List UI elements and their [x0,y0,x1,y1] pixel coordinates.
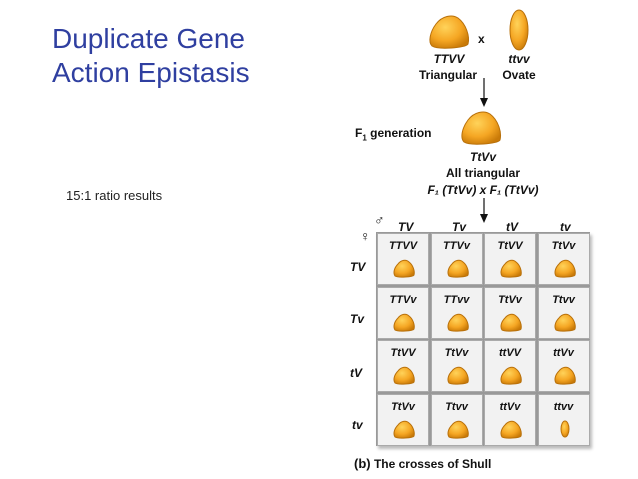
triangular-capsule-icon [554,259,576,278]
cell-genotype: TtVv [444,347,469,359]
col-header-3: tV [506,220,518,234]
title-line-2: Action Epistasis [52,57,250,88]
cell-genotype: ttVv [553,347,574,359]
parent2-capsule-icon [509,9,529,51]
punnett-cell: TTVV [377,233,429,285]
ovate-capsule-icon [560,420,569,437]
col-header-4: tv [560,220,571,234]
triangular-capsule-icon [554,313,576,332]
arrow-down-icon-2 [480,198,488,223]
cell-genotype: TtVV [390,347,416,359]
row-header-2: Tv [350,312,365,326]
cell-genotype: ttvv [553,400,574,413]
arrow-down-icon [480,78,488,107]
punnett-cell: ttVV [484,340,536,392]
triangular-capsule-icon [447,259,469,278]
punnett-cell: Ttvv [430,393,483,446]
f1-phenotype: All triangular [445,166,520,180]
row-header-1: TV [350,260,366,274]
page-title: Duplicate Gene Action Epistasis [52,22,250,90]
cell-genotype: TtVv [498,293,522,306]
triangular-capsule-icon [447,420,469,439]
cell-genotype: TTVv [443,240,470,252]
parent2-genotype: ttvv [508,52,530,66]
f1-generation-label: F1 generation [355,126,432,143]
cell-genotype: ttVV [499,347,521,359]
triangular-capsule-icon [393,259,415,278]
punnett-cell: TtVv [430,340,483,392]
punnett-cell: ttvv [537,393,590,446]
punnett-cell: TTVv [377,286,429,339]
col-header-2: Tv [452,220,467,234]
cell-genotype: TtVv [551,240,576,252]
female-symbol: ♀ [360,228,371,244]
punnett-cell: TTvv [430,286,483,339]
cell-genotype: Ttvv [445,400,468,413]
punnett-cell: TtVv [484,286,536,339]
triangular-capsule-icon [554,366,576,385]
punnett-cell: ttVv [484,393,536,446]
parent1-phenotype: Triangular [418,68,477,82]
male-symbol: ♂ [374,212,385,228]
triangular-capsule-icon [447,313,469,332]
row-header-4: tv [352,418,363,432]
punnett-cell: ttVv [537,340,590,392]
punnett-cell: TtVv [377,393,429,446]
figure-caption: (b) The crosses of Shull [354,456,492,471]
triangular-capsule-icon [500,259,522,278]
cell-genotype: TTvv [443,293,470,306]
title-line-1: Duplicate Gene [52,23,246,54]
cell-genotype: ttVv [499,400,521,413]
triangular-capsule-icon [393,313,415,332]
triangular-capsule-icon [500,366,522,385]
punnett-cell: TtVV [484,233,536,285]
cell-genotype: TtVV [497,240,523,252]
ratio-text: 15:1 ratio results [66,188,163,203]
parent2-phenotype: Ovate [502,68,536,82]
cell-genotype: TTVV [388,240,418,252]
f1-cross: F₁ (TtVv) x F₁ (TtVv) [427,183,539,197]
punnett-cell: TtVV [377,340,429,392]
triangular-capsule-icon [393,420,415,439]
col-header-1: TV [398,220,414,234]
triangular-capsule-icon [393,366,415,385]
parent1-capsule-icon [429,15,469,49]
cell-genotype: TTVv [389,293,417,306]
triangular-capsule-icon [500,420,522,439]
punnett-cell: TtVv [537,233,590,285]
punnett-cell: TTVv [430,233,483,285]
cell-genotype: Ttvv [552,293,575,306]
cross-symbol: x [478,32,485,46]
triangular-capsule-icon [500,313,522,332]
f1-genotype: TtVv [469,150,496,164]
parent1-genotype: TTVV [433,52,465,66]
f1-capsule-icon [461,111,501,145]
punnett-cell: Ttvv [537,286,590,339]
row-header-3: tV [350,366,362,380]
triangular-capsule-icon [447,366,469,385]
cell-genotype: TtVv [391,400,415,413]
